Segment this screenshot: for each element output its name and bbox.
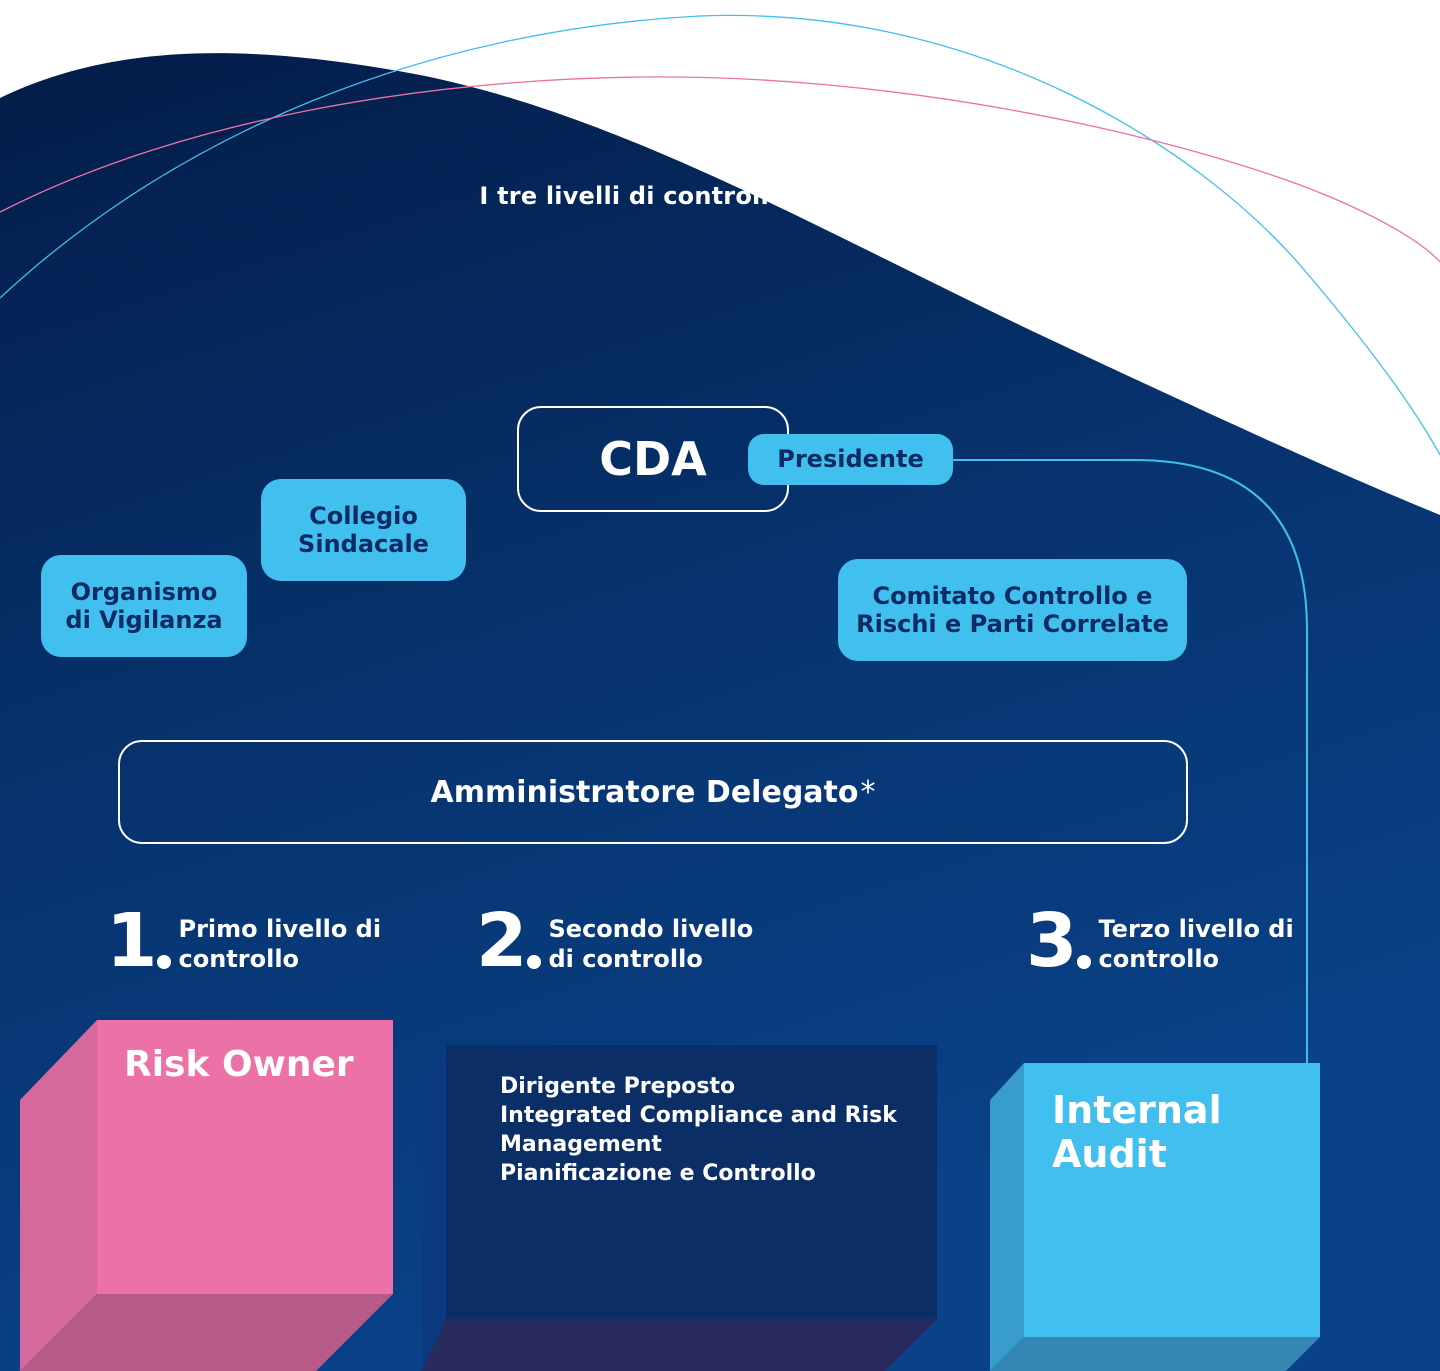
level-1-heading: 1 Primo livello di controllo (106, 898, 382, 984)
decorative-cyan-curve (0, 14, 1440, 456)
organismo-line-1: Organismo (70, 577, 218, 606)
second-level-item: Integrated Compliance and Risk (500, 1103, 897, 1128)
level-2-dot (526, 955, 541, 970)
comitato-line-2: Rischi e Parti Correlate (856, 610, 1169, 638)
organismo-vigilanza-box: Organismo di Vigilanza (41, 555, 247, 657)
level-1-label: Primo livello di controllo (179, 914, 382, 975)
internal-audit-title: Internal Audit (1052, 1088, 1272, 1176)
cda-box: CDA (517, 406, 789, 512)
second-level-box (422, 1045, 937, 1371)
collegio-line-1: Collegio (309, 501, 418, 530)
diagram-title: I tre livelli di controllo (479, 182, 786, 210)
second-level-item: Pianificazione e Controllo (500, 1161, 816, 1186)
level-2-label-line-2: di controllo (548, 945, 703, 974)
presidente-audit-connector (953, 459, 1308, 1068)
level-2-heading: 2 Secondo livello di controllo (476, 898, 754, 984)
level-1-label-line-2: controllo (178, 945, 300, 974)
amministratore-delegato-label: Amministratore Delegato (430, 774, 859, 810)
level-3-label-line-1: Terzo livello di (1098, 914, 1294, 943)
second-level-item: Dirigente Preposto (500, 1074, 736, 1099)
level-3-dot (1076, 955, 1091, 970)
level-1-dot (156, 955, 171, 970)
level-1-label-line-1: Primo livello di (178, 914, 382, 943)
amministratore-delegato-box: Amministratore Delegato* (118, 740, 1188, 844)
internal-audit-box (990, 1063, 1320, 1371)
level-3-number: 3 (1026, 898, 1077, 984)
collegio-line-2: Sindacale (298, 530, 429, 558)
comitato-box: Comitato Controllo e Rischi e Parti Corr… (838, 559, 1187, 661)
comitato-line-1: Comitato Controllo e (872, 581, 1153, 610)
level-2-label: Secondo livello di controllo (549, 914, 754, 975)
level-2-label-line-1: Secondo livello (548, 914, 754, 943)
organismo-line-2: di Vigilanza (65, 606, 223, 634)
internal-audit-line-1: Internal (1052, 1088, 1222, 1132)
level-2-number: 2 (476, 898, 527, 984)
level-3-label: Terzo livello di controllo (1099, 914, 1294, 975)
level-3-heading: 3 Terzo livello di controllo (1026, 898, 1294, 984)
risk-owner-title: Risk Owner (124, 1044, 354, 1085)
internal-audit-line-2: Audit (1052, 1132, 1167, 1176)
footnote-asterisk: * (860, 774, 876, 810)
collegio-sindacale-box: Collegio Sindacale (261, 479, 466, 581)
decorative-pink-curve (0, 76, 1440, 263)
risk-owner-box (20, 1020, 393, 1371)
second-level-items: Dirigente Preposto Integrated Compliance… (500, 1072, 897, 1188)
level-3-label-line-2: controllo (1098, 945, 1220, 974)
presidente-box: Presidente (748, 434, 953, 485)
level-1-number: 1 (106, 898, 157, 984)
second-level-item: Management (500, 1132, 662, 1157)
